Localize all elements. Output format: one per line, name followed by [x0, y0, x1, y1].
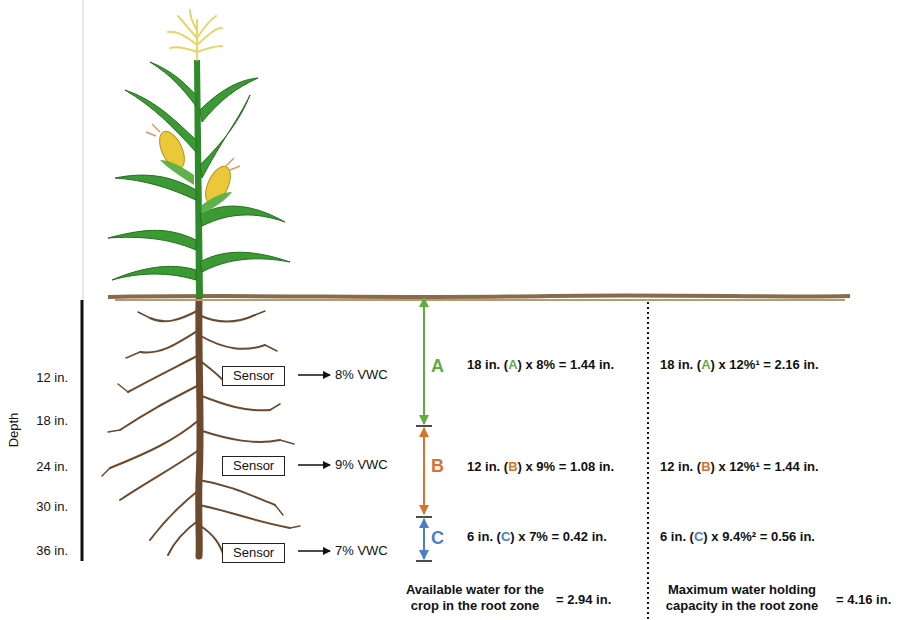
- sensor-reading: 9% VWC: [335, 457, 388, 473]
- depth-tick: 24 in.: [36, 459, 68, 475]
- axis-title: Depth: [6, 413, 22, 448]
- sensor-label: Sensor: [233, 368, 274, 383]
- equation: 6 in. (C) x 9.4%² = 0.56 in.: [660, 529, 815, 545]
- zone-letter: C: [431, 528, 444, 548]
- zone-letter: A: [431, 356, 444, 376]
- equation: 18 in. (A) x 12%¹ = 2.16 in.: [660, 357, 819, 373]
- equation: 12 in. (B) x 12%¹ = 1.44 in.: [660, 459, 819, 475]
- sensor-box: Sensor: [222, 366, 285, 386]
- depth-tick: 18 in.: [36, 413, 68, 429]
- equation: 12 in. (B) x 9% = 1.08 in.: [467, 459, 614, 475]
- sensor-box: Sensor: [222, 456, 285, 476]
- sensor-reading: 7% VWC: [335, 543, 388, 559]
- sensor-reading: 8% VWC: [335, 367, 388, 383]
- total-caption: Available water for the crop in the root…: [400, 582, 550, 614]
- sensor-label: Sensor: [233, 545, 274, 560]
- sensor-box: Sensor: [222, 543, 285, 563]
- equation: 6 in. (C) x 7% = 0.42 in.: [467, 529, 607, 545]
- total-caption: Maximum water holding capacity in the ro…: [654, 582, 830, 614]
- total-value: = 2.94 in.: [556, 592, 611, 608]
- depth-tick: 30 in.: [36, 499, 68, 515]
- equation: 18 in. (A) x 8% = 1.44 in.: [467, 357, 614, 373]
- total-value: = 4.16 in.: [836, 592, 891, 608]
- zone-letter: B: [431, 456, 444, 476]
- sensor-label: Sensor: [233, 458, 274, 473]
- depth-tick: 12 in.: [36, 370, 68, 386]
- depth-tick: 36 in.: [36, 543, 68, 559]
